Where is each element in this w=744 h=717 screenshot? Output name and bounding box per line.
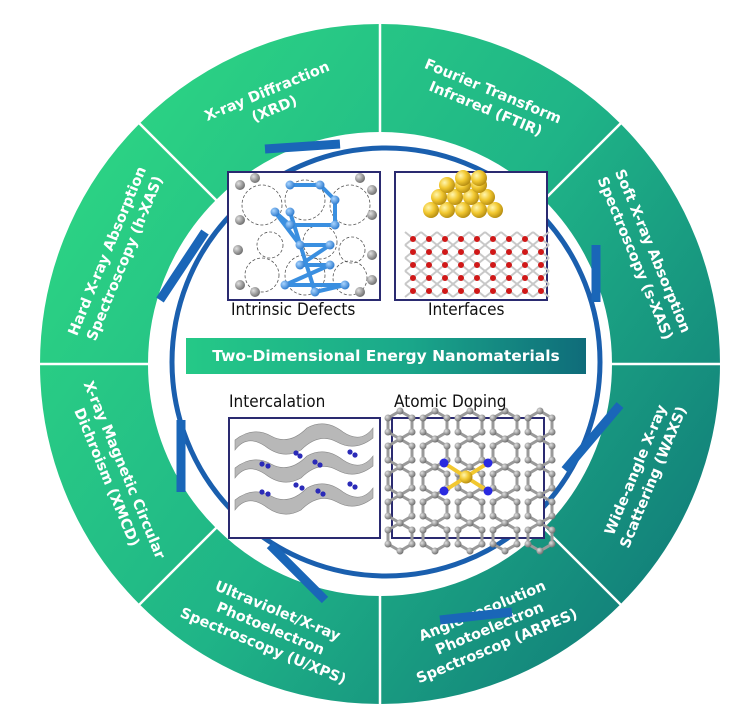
atomic-doping-image xyxy=(384,407,556,555)
sector-dividers xyxy=(37,21,723,707)
sector-divider xyxy=(136,526,218,608)
sector-divider xyxy=(542,526,624,608)
title-text: Two-Dimensional Energy Nanomaterials xyxy=(212,347,560,365)
cycle-arrow xyxy=(266,541,329,604)
intrinsic-defects-image xyxy=(227,171,381,301)
cycle-circle xyxy=(169,145,603,579)
title-banner: Two-Dimensional Energy Nanomaterials xyxy=(186,338,586,374)
interfaces-image xyxy=(394,170,550,301)
intrinsic-defects-label: Intrinsic Defects xyxy=(231,300,356,320)
intercalation-label: Intercalation xyxy=(229,392,326,412)
cycle-arrow xyxy=(439,607,513,625)
atomic-doping-label: Atomic Doping xyxy=(394,392,507,412)
cycle-arrow xyxy=(156,229,209,303)
cycle-arrow xyxy=(264,139,341,154)
cycle-arrow xyxy=(561,402,624,473)
intercalation-image xyxy=(228,417,381,539)
sector-divider xyxy=(542,120,624,202)
sector-divider xyxy=(136,120,218,202)
interfaces-label: Interfaces xyxy=(428,300,505,320)
